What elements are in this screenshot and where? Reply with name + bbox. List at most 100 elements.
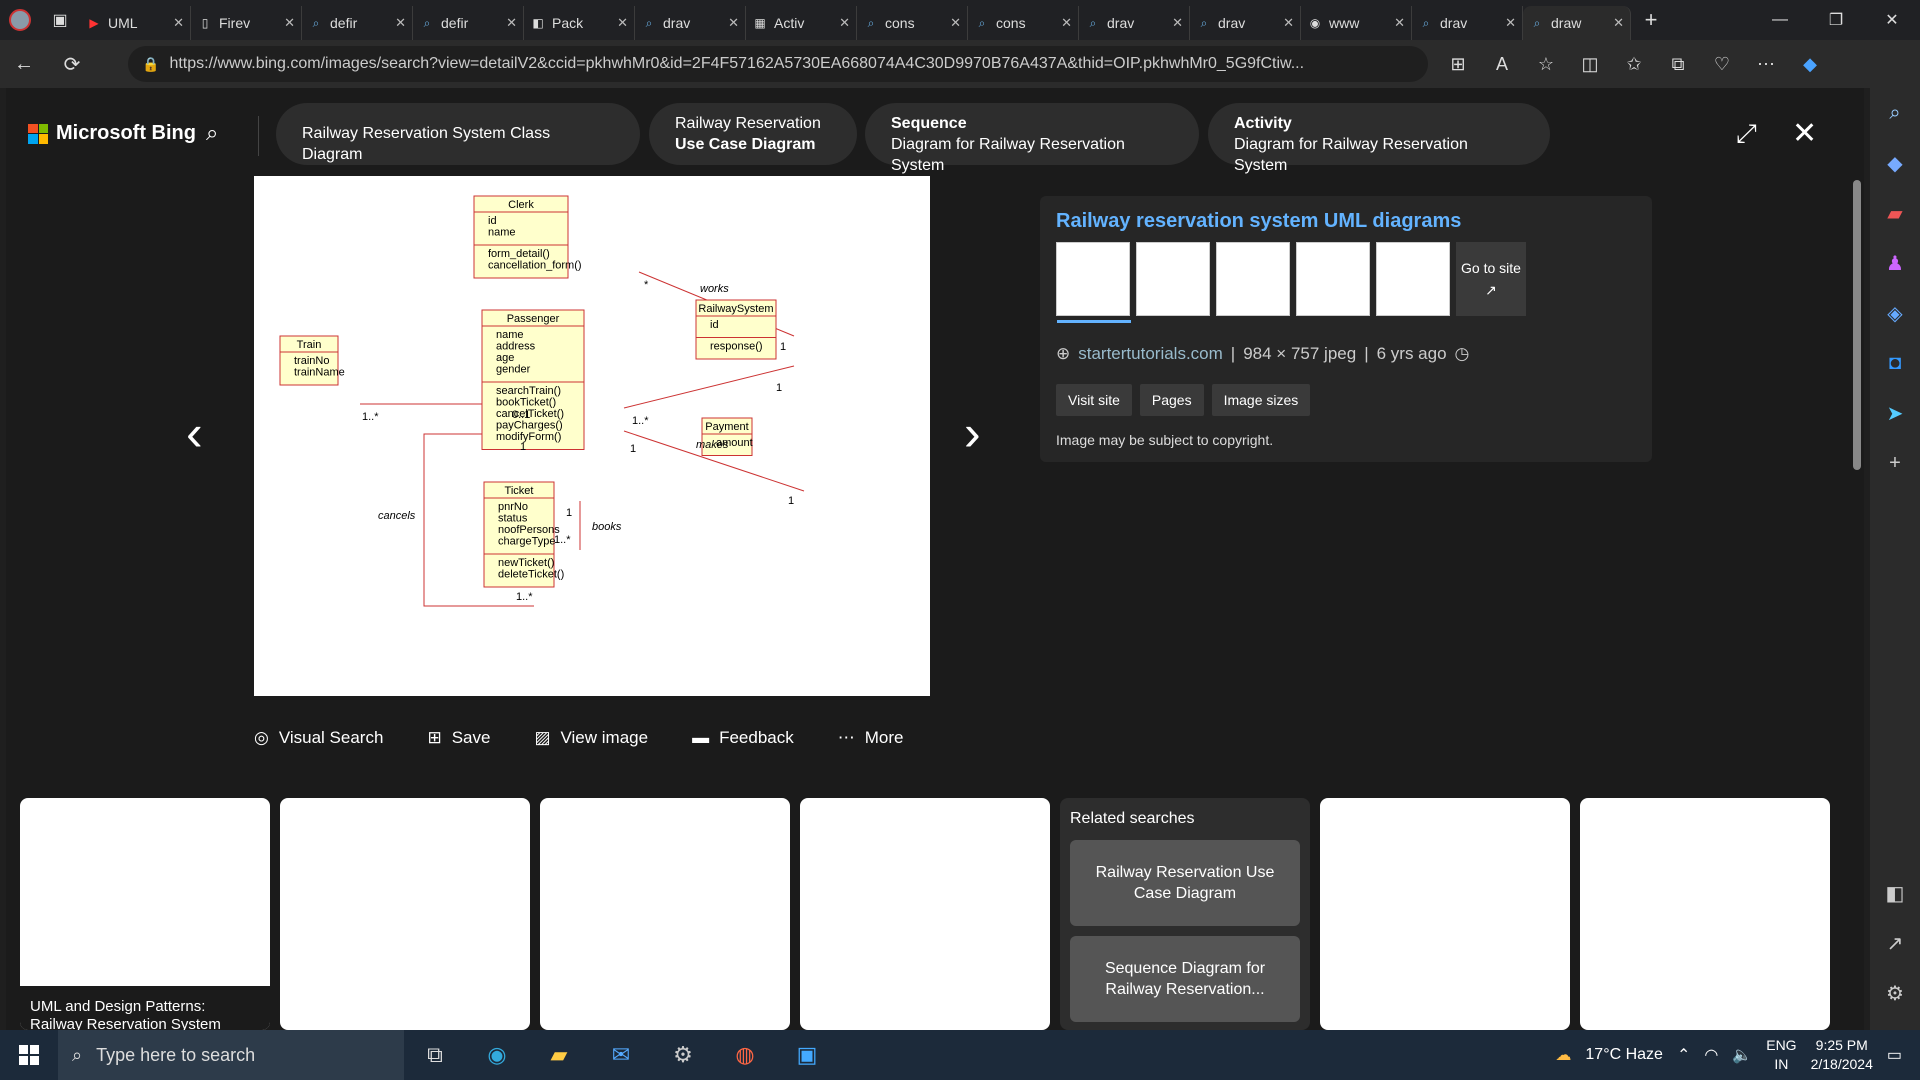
close-tab-icon[interactable]: ✕ xyxy=(1394,15,1405,30)
tab[interactable]: ⌕drav✕ xyxy=(1412,6,1523,40)
related-search-item[interactable]: Railway Reservation Use Case Diagram xyxy=(1070,840,1300,926)
more-button[interactable]: ⋯More xyxy=(837,728,904,747)
close-tab-icon[interactable]: ✕ xyxy=(173,15,184,30)
close-icon[interactable]: ✕ xyxy=(1792,117,1818,150)
task-view-icon[interactable]: ⧉ xyxy=(427,1042,443,1067)
games-icon[interactable]: ♟ xyxy=(1886,252,1904,275)
more-menu-icon[interactable]: ⋯ xyxy=(1757,53,1775,74)
open-external-icon[interactable]: ↗ xyxy=(1886,932,1904,955)
next-arrow-icon[interactable]: › xyxy=(964,405,981,461)
settings-icon[interactable]: ⚙ xyxy=(673,1042,693,1067)
expand-icon[interactable]: ⤢ xyxy=(1736,118,1757,148)
related-image-card[interactable]: UML and Design Patterns: Railway Reserva… xyxy=(20,798,270,1030)
notifications-icon[interactable]: ▭ xyxy=(1886,1047,1902,1064)
tab[interactable]: ◧Pack✕ xyxy=(524,6,635,40)
related-image-card[interactable] xyxy=(280,798,530,1030)
mail-icon[interactable]: ✉ xyxy=(611,1042,631,1067)
close-window-icon[interactable]: ✕ xyxy=(1885,12,1899,29)
image-title-link[interactable]: Railway reservation system UML diagrams xyxy=(1056,210,1462,232)
previous-arrow-icon[interactable]: ‹ xyxy=(186,405,203,461)
visual-search-button[interactable]: ◎Visual Search xyxy=(254,728,384,747)
profile-button[interactable] xyxy=(0,0,40,40)
source-thumbnail[interactable] xyxy=(1136,242,1210,316)
go-to-site-button[interactable]: Go to site↗ xyxy=(1456,242,1526,316)
related-image-card[interactable] xyxy=(540,798,790,1030)
read-aloud-icon[interactable]: A xyxy=(1495,53,1508,74)
tools-icon[interactable]: ▰ xyxy=(1887,202,1903,225)
taskbar-search[interactable]: ⌕Type here to search xyxy=(58,1030,404,1080)
source-link[interactable]: startertutorials.com xyxy=(1078,344,1223,363)
photos-icon[interactable]: ▣ xyxy=(796,1042,818,1067)
minimize-icon[interactable]: — xyxy=(1772,11,1788,28)
search-icon[interactable]: ⌕ xyxy=(206,120,219,145)
source-thumbnail[interactable] xyxy=(1376,242,1450,316)
tab[interactable]: ⌕cons✕ xyxy=(968,6,1079,40)
pages-button[interactable]: Pages xyxy=(1139,384,1204,416)
tab[interactable]: ⌕drav✕ xyxy=(1079,6,1190,40)
image-sizes-button[interactable]: Image sizes xyxy=(1211,384,1311,416)
refresh-button[interactable]: ⟳ xyxy=(63,53,81,76)
close-tab-icon[interactable]: ✕ xyxy=(1613,15,1624,30)
close-tab-icon[interactable]: ✕ xyxy=(839,15,850,30)
back-button[interactable]: ← xyxy=(14,52,34,75)
shopping-icon[interactable]: ◆ xyxy=(1887,152,1903,175)
tab[interactable]: ⌕draw✕ xyxy=(1523,6,1631,40)
save-button[interactable]: ⊞Save xyxy=(427,728,491,747)
split-screen-icon[interactable]: ◫ xyxy=(1581,53,1599,74)
tab[interactable]: ⌕defir✕ xyxy=(413,6,524,40)
volume-icon[interactable]: 🔈 xyxy=(1732,1047,1753,1064)
source-thumbnail[interactable] xyxy=(1216,242,1290,316)
microsoft365-icon[interactable]: ◈ xyxy=(1887,302,1903,325)
sidebar-layout-icon[interactable]: ◧ xyxy=(1885,882,1905,905)
edge-icon[interactable]: ◉ xyxy=(487,1042,507,1067)
visit-site-button[interactable]: Visit site xyxy=(1056,384,1132,416)
copilot-icon[interactable]: ◆ xyxy=(1803,53,1817,74)
page-scrollbar[interactable] xyxy=(1853,180,1861,470)
close-tab-icon[interactable]: ✕ xyxy=(728,15,739,30)
restore-icon[interactable]: ❐ xyxy=(1828,12,1844,29)
new-tab-button[interactable]: + xyxy=(1644,7,1658,32)
file-explorer-icon[interactable]: ▰ xyxy=(550,1042,568,1067)
feedback-button[interactable]: ▬Feedback xyxy=(692,728,794,747)
url-field[interactable]: 🔒https://www.bing.com/images/search?view… xyxy=(128,46,1428,82)
tab[interactable]: ⌕defir✕ xyxy=(302,6,413,40)
workspaces-icon[interactable]: ▣ xyxy=(52,12,68,29)
related-image-card[interactable] xyxy=(800,798,1050,1030)
close-tab-icon[interactable]: ✕ xyxy=(1172,15,1183,30)
source-thumbnail[interactable] xyxy=(1056,242,1131,323)
bing-logo[interactable]: Microsoft Bing xyxy=(28,122,196,145)
close-tab-icon[interactable]: ✕ xyxy=(1505,15,1516,30)
related-pill-class-diagram[interactable]: Railway Reservation System Class Diagram xyxy=(276,103,640,165)
close-tab-icon[interactable]: ✕ xyxy=(506,15,517,30)
related-image-card[interactable] xyxy=(1580,798,1830,1030)
close-tab-icon[interactable]: ✕ xyxy=(950,15,961,30)
tab[interactable]: ▶UML✕ xyxy=(80,6,191,40)
tab[interactable]: ▯Firev✕ xyxy=(191,6,302,40)
start-button[interactable] xyxy=(0,1030,58,1080)
close-tab-icon[interactable]: ✕ xyxy=(284,15,295,30)
tab[interactable]: ⌕drav✕ xyxy=(635,6,746,40)
tab[interactable]: ⌕cons✕ xyxy=(857,6,968,40)
tab[interactable]: ▦Activ✕ xyxy=(746,6,857,40)
chevron-up-icon[interactable]: ⌃ xyxy=(1676,1047,1691,1064)
tab[interactable]: ⌕drav✕ xyxy=(1190,6,1301,40)
favorites-icon[interactable]: ✩ xyxy=(1626,53,1642,74)
app-available-icon[interactable]: ⊞ xyxy=(1450,53,1466,74)
close-tab-icon[interactable]: ✕ xyxy=(395,15,406,30)
related-image-card[interactable] xyxy=(1320,798,1570,1030)
tab[interactable]: ◉www✕ xyxy=(1301,6,1412,40)
view-image-button[interactable]: ▨View image xyxy=(534,728,649,747)
close-tab-icon[interactable]: ✕ xyxy=(1061,15,1072,30)
add-icon[interactable]: + xyxy=(1889,451,1901,474)
network-icon[interactable]: ◠ xyxy=(1704,1047,1719,1064)
browser-essentials-icon[interactable]: ♡ xyxy=(1713,53,1731,74)
settings-gear-icon[interactable]: ⚙ xyxy=(1886,982,1904,1005)
app-icon[interactable]: ◍ xyxy=(735,1042,755,1067)
send-icon[interactable]: ➤ xyxy=(1886,402,1904,425)
source-thumbnail[interactable] xyxy=(1296,242,1370,316)
